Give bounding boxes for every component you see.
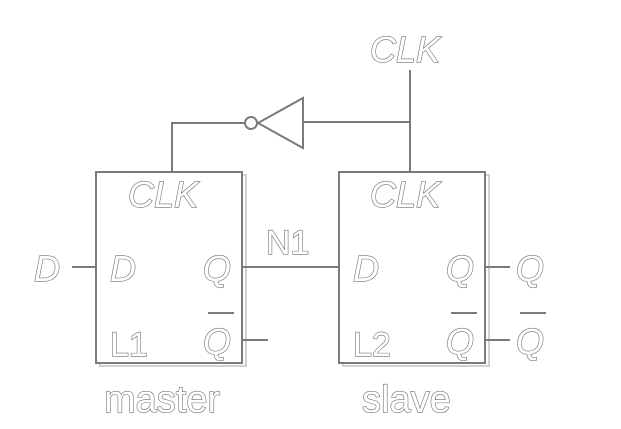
master-d-pin-label: D xyxy=(110,248,136,289)
master-name-label: L1 xyxy=(110,326,148,364)
clk-input-label: CLK xyxy=(370,29,442,70)
q-output-label: Q xyxy=(516,248,544,289)
slave-q-pin-label: Q xyxy=(446,248,474,289)
qbar-output-label: Q xyxy=(516,321,544,362)
slave-clk-pin-label: CLK xyxy=(370,174,442,215)
slave-qbar-pin-label: Q xyxy=(446,321,474,362)
master-caption: master xyxy=(104,379,220,421)
master-qbar-pin-label: Q xyxy=(203,321,231,362)
d-input-label: D xyxy=(34,248,60,289)
master-clk-pin-label: CLK xyxy=(128,174,200,215)
master-q-pin-label: Q xyxy=(203,248,231,289)
master-latch-box xyxy=(95,171,243,364)
inverter-triangle xyxy=(255,96,304,150)
inverted-clk-wire xyxy=(171,122,245,172)
inverter-bubble xyxy=(244,116,258,130)
n1-label: N1 xyxy=(266,224,309,262)
slave-caption: slave xyxy=(362,379,451,421)
slave-d-pin-label: D xyxy=(353,248,379,289)
slave-name-label: L2 xyxy=(353,326,391,364)
